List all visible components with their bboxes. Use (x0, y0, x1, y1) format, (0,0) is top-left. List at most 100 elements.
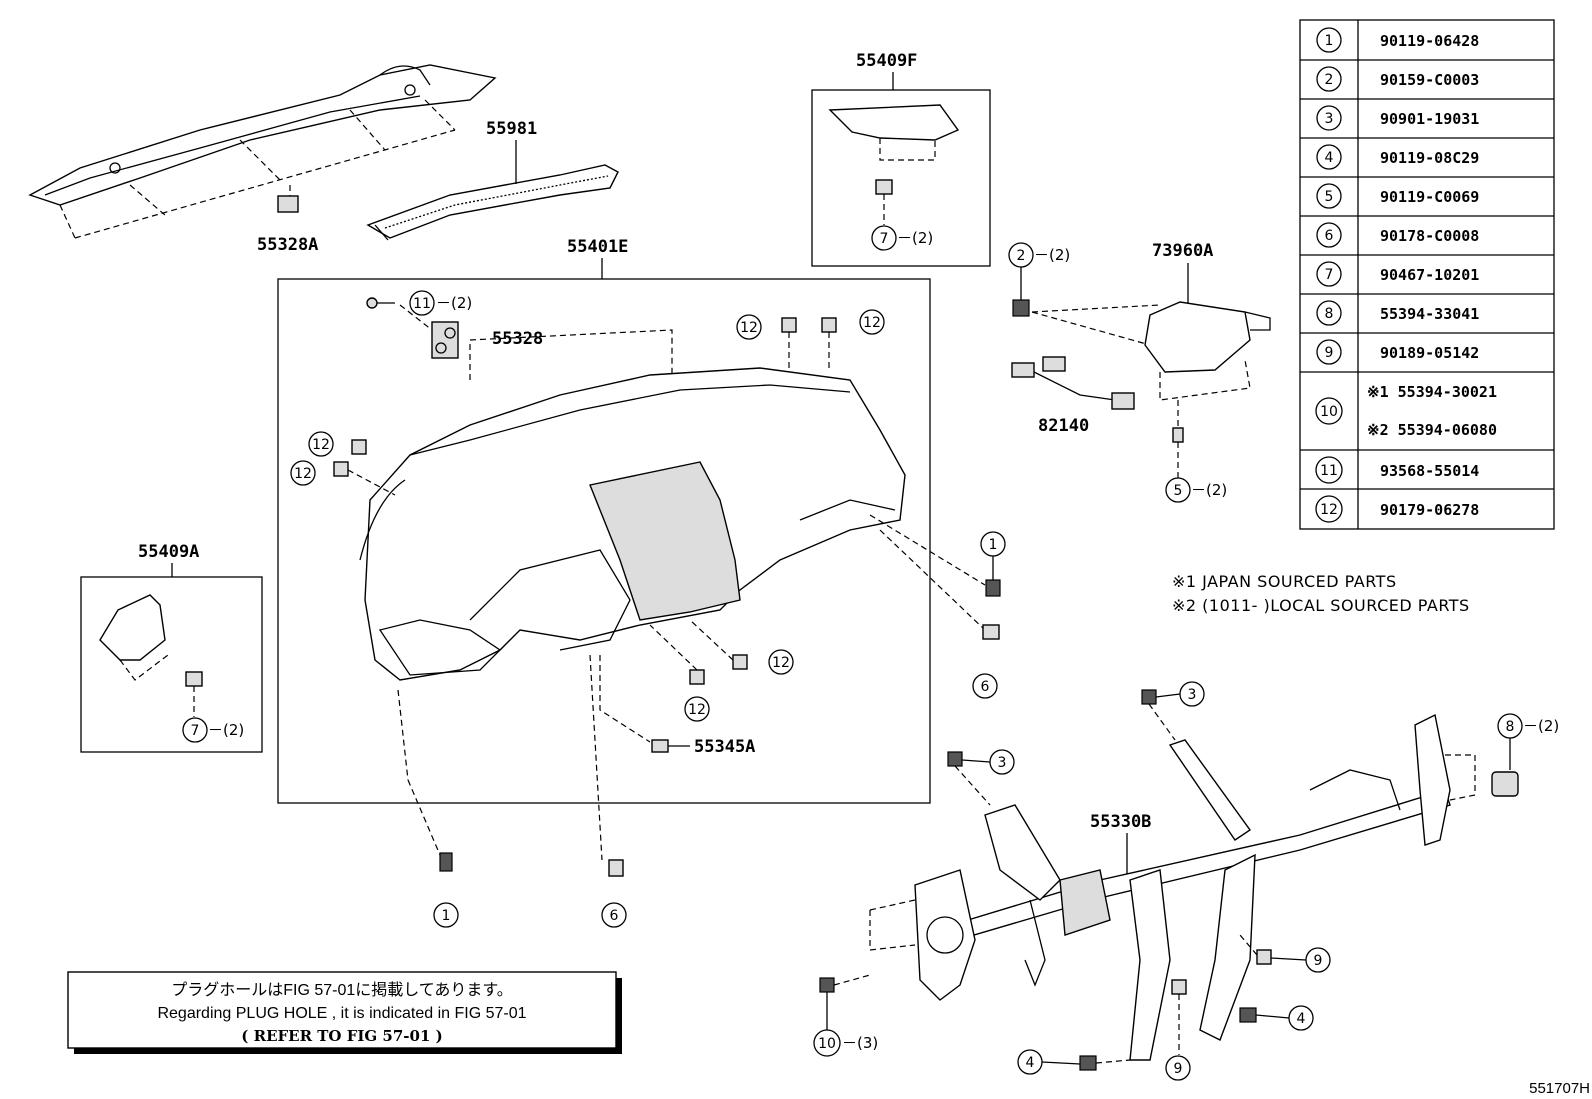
qty-label: －(2) (208, 721, 244, 739)
table-part-number: 90179-06278 (1380, 501, 1479, 519)
note-japan-sourced: ※1 JAPAN SOURCED PARTS (1172, 572, 1397, 591)
qty-label: －(2) (436, 294, 472, 312)
marker-12: 12 (859, 309, 885, 335)
instrument-panel-drawing (359, 367, 906, 681)
clip-55328a (277, 195, 299, 213)
svg-text:7: 7 (880, 231, 889, 247)
svg-text:12: 12 (688, 702, 706, 718)
table-ref: 10 (1320, 404, 1338, 420)
marker-9: 9 (1305, 947, 1331, 973)
plug-hole-en: Regarding PLUG HOLE , it is indicated in… (157, 1005, 526, 1022)
svg-text:12: 12 (294, 466, 312, 482)
svg-text:12: 12 (740, 320, 758, 336)
table-part-number: 90178-C0008 (1380, 227, 1479, 245)
callout-55330B: 55330B (1090, 812, 1151, 832)
table-ref: 9 (1325, 345, 1334, 361)
svg-text:2: 2 (1017, 248, 1026, 264)
table-row: 3 90901-19031 (1316, 105, 1479, 131)
table-ref: 7 (1325, 267, 1334, 283)
table-row: 4 90119-08C29 (1316, 144, 1479, 170)
callout-55328: 55328 (492, 329, 543, 349)
table-ref: 11 (1320, 463, 1338, 479)
marker-12: 12 (684, 696, 710, 722)
table-part-number: 93568-55014 (1380, 462, 1479, 480)
marker-10: 10 (813, 1029, 841, 1057)
table-part-number: ※1 55394-30021 (1367, 383, 1497, 401)
marker-7: 7 (871, 225, 897, 251)
table-row: 11 93568-55014 (1315, 456, 1479, 484)
figure-id: 551707H (1529, 1080, 1590, 1097)
table-row: 2 90159-C0003 (1316, 66, 1479, 92)
table-row: 6 90178-C0008 (1316, 222, 1479, 248)
svg-text:5: 5 (1174, 483, 1183, 499)
svg-text:11: 11 (413, 296, 431, 312)
svg-text:12: 12 (312, 437, 330, 453)
qty-label: －(3) (842, 1034, 878, 1052)
marker-4: 4 (1288, 1005, 1314, 1031)
svg-text:6: 6 (610, 908, 619, 924)
svg-text:8: 8 (1506, 719, 1515, 735)
table-ref: 5 (1325, 189, 1334, 205)
callout-55401E: 55401E (567, 237, 628, 257)
svg-text:9: 9 (1174, 1061, 1183, 1077)
bracket-55328-drawing (366, 297, 673, 380)
marker-1: 1 (433, 902, 459, 928)
marker-12: 12 (736, 314, 762, 340)
plug-hole-jp: プラグホールはFIG 57-01に掲載してあります。 (171, 981, 512, 999)
panel-55981-drawing (366, 164, 619, 241)
table-row: 5 90119-C0069 (1316, 183, 1479, 209)
callout-73960A: 73960A (1152, 241, 1213, 261)
marker-12: 12 (308, 431, 334, 457)
box-55401E (277, 278, 931, 804)
table-ref: 8 (1325, 306, 1334, 322)
callout-55328A: 55328A (257, 235, 318, 255)
qty-label: －(2) (1034, 246, 1070, 264)
qty-label: －(2) (1523, 717, 1559, 735)
svg-text:7: 7 (191, 723, 200, 739)
callout-82140: 82140 (1038, 416, 1089, 436)
marker-11: 11 (409, 290, 435, 316)
marker-2: 2 (1008, 242, 1034, 268)
table-ref: 12 (1320, 502, 1338, 518)
table-ref: 6 (1325, 228, 1334, 244)
defroster-panel-drawing (28, 64, 497, 239)
marker-3: 3 (1179, 681, 1205, 707)
marker-1: 1 (980, 531, 1006, 557)
cover-55409A-drawing (99, 594, 203, 717)
svg-text:3: 3 (1188, 687, 1197, 703)
plug-hole-notice: プラグホールはFIG 57-01に掲載してあります。 Regarding PLU… (67, 971, 622, 1054)
table-part-number: 90119-C0069 (1380, 188, 1479, 206)
callout-55409F: 55409F (856, 51, 917, 71)
marker-8: 8 (1497, 713, 1523, 739)
qty-label: －(2) (897, 229, 933, 247)
marker-6: 6 (601, 902, 627, 928)
table-part-number: 90119-08C29 (1380, 149, 1479, 167)
marker-6: 6 (972, 673, 998, 699)
marker-7: 7 (182, 717, 208, 743)
svg-text:3: 3 (998, 755, 1007, 771)
wire-82140-drawing (1011, 356, 1135, 410)
marker-4: 4 (1017, 1049, 1043, 1075)
callout-55981: 55981 (486, 119, 537, 139)
table-part-number: 90119-06428 (1380, 32, 1479, 50)
svg-text:12: 12 (863, 315, 881, 331)
table-ref: 2 (1325, 72, 1334, 88)
table-part-number: 90159-C0003 (1380, 71, 1479, 89)
marker-12: 12 (768, 649, 794, 675)
box-55409F (811, 89, 991, 267)
box-55409A (80, 576, 263, 753)
refer-to-fig: ( REFER TO FIG 57-01 ) (241, 1027, 442, 1045)
reinforcement-55330B-drawing (869, 713, 1476, 1061)
marker-9: 9 (1165, 1055, 1191, 1081)
svg-text:4: 4 (1026, 1055, 1035, 1071)
table-row: 8 55394-33041 (1316, 300, 1479, 326)
table-ref: 3 (1325, 111, 1334, 127)
svg-text:6: 6 (981, 679, 990, 695)
table-part-number: 90467-10201 (1380, 266, 1479, 284)
callout-55345A: 55345A (694, 737, 755, 757)
marker-3: 3 (989, 749, 1015, 775)
table-row: 9 90189-05142 (1316, 339, 1479, 365)
table-part-number: ※2 55394-06080 (1367, 421, 1497, 439)
svg-text:1: 1 (989, 537, 998, 553)
